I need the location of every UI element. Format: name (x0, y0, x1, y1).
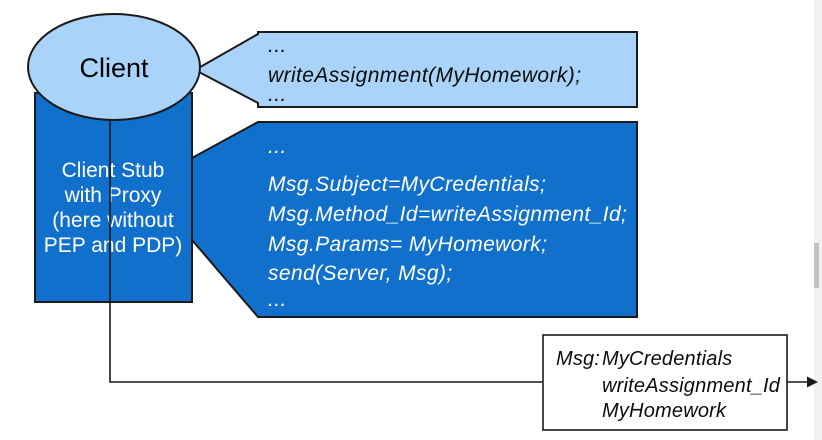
message-field: MyHomework (602, 400, 727, 422)
client-label: Client (79, 53, 149, 83)
message-field: MyCredentials (602, 348, 732, 370)
scrollbar-track[interactable] (814, 0, 822, 440)
scrollbar-thumb[interactable] (814, 243, 819, 288)
code-line: ... (268, 135, 287, 158)
code-line: ... (268, 34, 287, 57)
arrow-head-icon (807, 376, 818, 388)
message-box (542, 334, 788, 431)
message-field: writeAssignment_Id (602, 375, 781, 397)
code-line: writeAssignment(MyHomework); (268, 64, 581, 87)
client-ellipse (27, 13, 201, 121)
client-code-callout (192, 31, 638, 108)
client-stub-line: with Proxy (64, 184, 162, 207)
code-line: Msg.Params= MyHomework; (268, 233, 547, 256)
stub-code-callout (191, 121, 638, 318)
code-line: send(Server, Msg); (268, 262, 453, 285)
client-stub-line: (here without (52, 209, 174, 232)
client-stub-box (34, 92, 193, 303)
code-line: Msg.Subject=MyCredentials; (268, 173, 546, 196)
message-box-text: Msg: MyCredentials writeAssignment_Id My… (556, 348, 781, 422)
client-code-text: ... writeAssignment(MyHomework); ... (268, 34, 581, 106)
scrollbar[interactable] (814, 0, 822, 440)
client-stub-line: Client Stub (62, 159, 165, 182)
client-stub-label: Client Stub with Proxy (here without PEP… (44, 159, 183, 257)
stub-code-text: ... Msg.Subject=MyCredentials; Msg.Metho… (268, 135, 627, 311)
code-line: ... (268, 288, 287, 311)
code-line: ... (268, 83, 287, 106)
code-line: Msg.Method_Id=writeAssignment_Id; (268, 203, 627, 226)
send-connector-line (109, 118, 542, 383)
message-box-label: Msg: (556, 348, 600, 370)
client-stub-line: PEP and PDP) (44, 234, 183, 257)
